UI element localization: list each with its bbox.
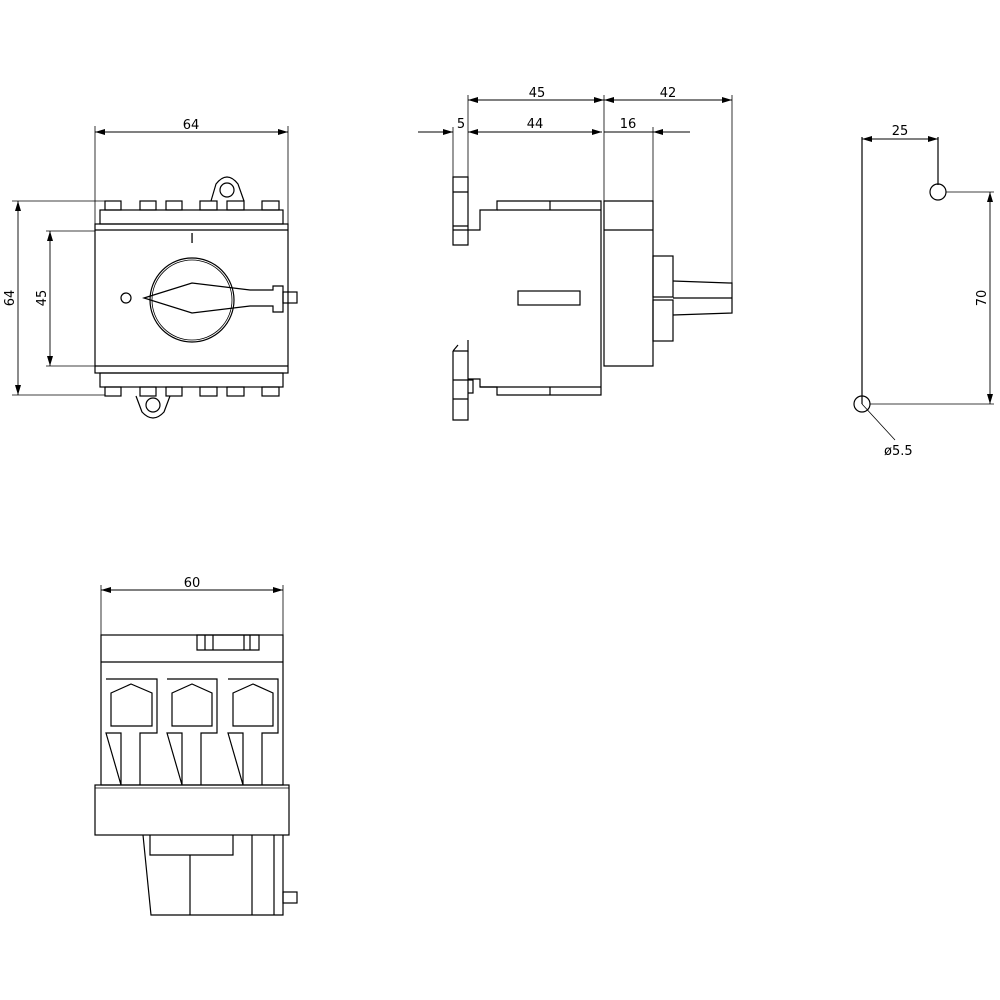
dim-45-label: 45	[529, 86, 546, 101]
bottom-view: 60	[94, 576, 298, 916]
terminal-2	[166, 678, 218, 786]
dim-42-label: 42	[660, 86, 677, 101]
top-terminal-strip	[99, 200, 284, 225]
coupling-piece	[196, 634, 260, 651]
side-view: 45 42 5 44 16	[418, 86, 733, 421]
horizontal-spacing-label: 25	[892, 124, 909, 139]
on-position-mark: I	[190, 232, 194, 247]
terminal-1	[105, 678, 158, 786]
handle-housing-bottom	[142, 834, 284, 916]
height-dimension-label: 64	[3, 290, 18, 307]
front-cover-side	[603, 200, 654, 367]
handle-stub	[282, 891, 298, 904]
handle-base-lower	[652, 299, 674, 342]
hole-diameter-label: ø5.5	[884, 444, 913, 459]
dim-16-label: 16	[620, 117, 637, 132]
top-mounting-lug	[210, 176, 245, 202]
handle-shaft	[672, 280, 733, 316]
body-height-dimension-label: 45	[35, 290, 50, 307]
bottom-mounting-lug	[135, 395, 171, 419]
din-rail-clip	[452, 176, 474, 421]
front-cover-bottom	[94, 784, 290, 836]
rotary-handle	[141, 282, 284, 314]
bottom-terminal-strip	[99, 372, 284, 397]
terminal-3	[227, 678, 279, 786]
switch-body-bottom	[100, 634, 284, 786]
off-position-mark	[120, 292, 132, 304]
front-view: 64 64 45 I	[3, 118, 298, 419]
vertical-spacing-label: 70	[975, 290, 990, 307]
switch-body-side	[467, 200, 602, 396]
dim-5-label: 5	[457, 117, 465, 132]
mounting-hole-upper	[929, 183, 947, 201]
width-dimension-label: 64	[183, 118, 200, 133]
label-slot	[517, 290, 581, 306]
handle-base-upper	[652, 255, 674, 298]
dim-44-label: 44	[527, 117, 544, 132]
width-60-label: 60	[184, 576, 201, 591]
mounting-hole-view: 25 70 ø5.5	[853, 124, 994, 459]
mounting-hole-lower	[853, 395, 871, 413]
rotary-knob	[149, 257, 235, 343]
